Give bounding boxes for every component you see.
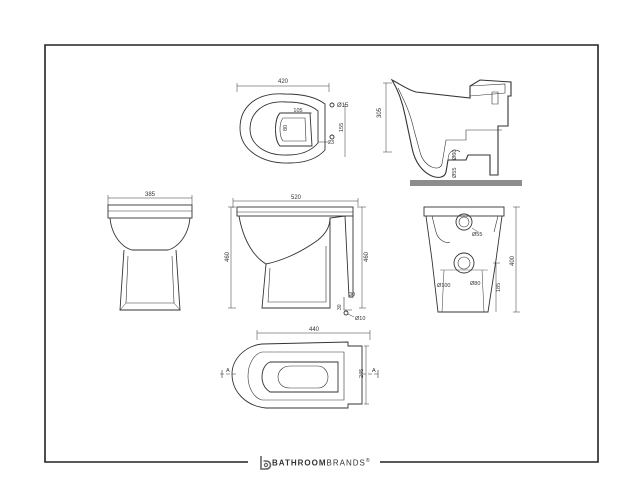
rear-view-d-right-label: Ø80 <box>470 281 480 287</box>
brand-logo: BATHROOMBRANDS® <box>258 452 371 474</box>
rear-view-d-top-label: Ø55 <box>472 232 482 238</box>
brand-word-light: BRANDS <box>326 458 366 468</box>
plan-view-width-label: 440 <box>309 327 320 333</box>
front-view-width-label: 385 <box>145 192 156 198</box>
side-view-s3-label: Ø10 <box>355 316 365 322</box>
brand-wordmark: BATHROOMBRANDS® <box>272 458 371 468</box>
brand-registered-mark: ® <box>365 458 371 465</box>
brand-word-bold: BATHROOM <box>272 458 327 468</box>
rear-view-d-left-label: Ø100 <box>437 283 450 289</box>
side-section-a2-label: Ø55 <box>452 168 458 178</box>
top-view-d5-label: 23 <box>328 140 334 146</box>
side-view-height-right-label: 460 <box>364 251 370 262</box>
plan-view <box>220 330 380 409</box>
plan-view-inner-label: 245 <box>359 369 365 378</box>
side-view <box>228 198 366 318</box>
top-view-d1-label: Ø15 <box>337 103 349 109</box>
brand-footer: BATHROOMBRANDS® <box>0 452 640 474</box>
plan-view-section-mark-right: A <box>372 368 376 374</box>
side-section-height-label: 305 <box>377 107 383 118</box>
top-view <box>236 83 346 164</box>
top-view-d4-label: 155 <box>339 123 345 132</box>
sheet-border <box>44 44 599 463</box>
brand-b-icon <box>260 456 272 470</box>
rear-view-height-label: 400 <box>510 255 516 266</box>
rear-view <box>423 206 520 313</box>
front-view <box>107 195 193 311</box>
side-view-s1-label: 30 <box>349 292 355 298</box>
top-view-d2-label: 105 <box>293 108 302 114</box>
side-view-s2-label: 30 <box>337 304 343 310</box>
top-view-d3-label: 80 <box>283 125 289 131</box>
plan-view-section-mark-left: A <box>226 368 230 374</box>
side-section-a1-label: Ø60 <box>452 150 458 160</box>
rear-view-outlet-label: 185 <box>496 283 502 292</box>
side-section-view <box>383 78 522 186</box>
top-view-width-label: 420 <box>278 79 289 85</box>
side-view-height-left-label: 460 <box>225 251 231 262</box>
side-view-width-label: 520 <box>291 195 302 201</box>
